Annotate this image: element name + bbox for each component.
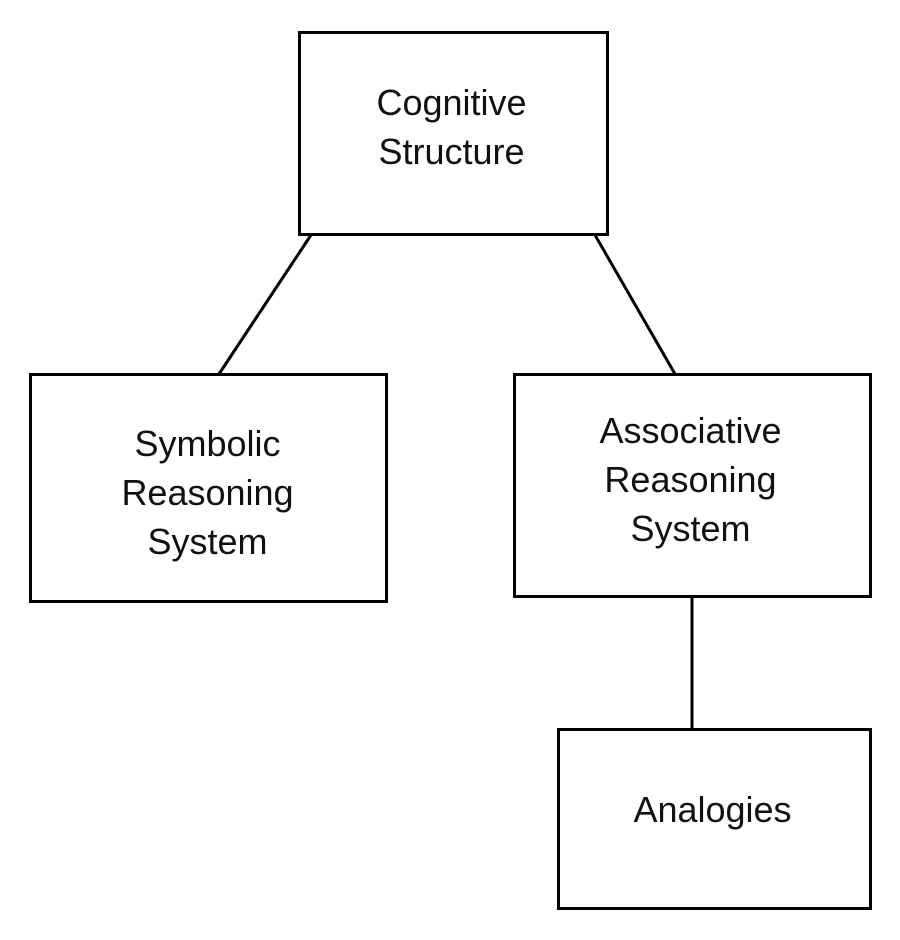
edge-cognitive-to-symbolic (217, 234, 313, 375)
node-cognitive-structure: Cognitive Structure (298, 31, 609, 236)
node-symbolic-reasoning-system: Symbolic Reasoning System (29, 373, 388, 603)
node-associative-reasoning-system: Associative Reasoning System (513, 373, 872, 598)
node-analogies: Analogies (557, 728, 872, 910)
node-label: Associative Reasoning System (599, 410, 782, 549)
node-label: Symbolic Reasoning System (121, 422, 294, 562)
node-label: Cognitive Structure (376, 81, 527, 172)
node-label: Analogies (633, 788, 792, 830)
edge-cognitive-to-associative (593, 234, 677, 375)
